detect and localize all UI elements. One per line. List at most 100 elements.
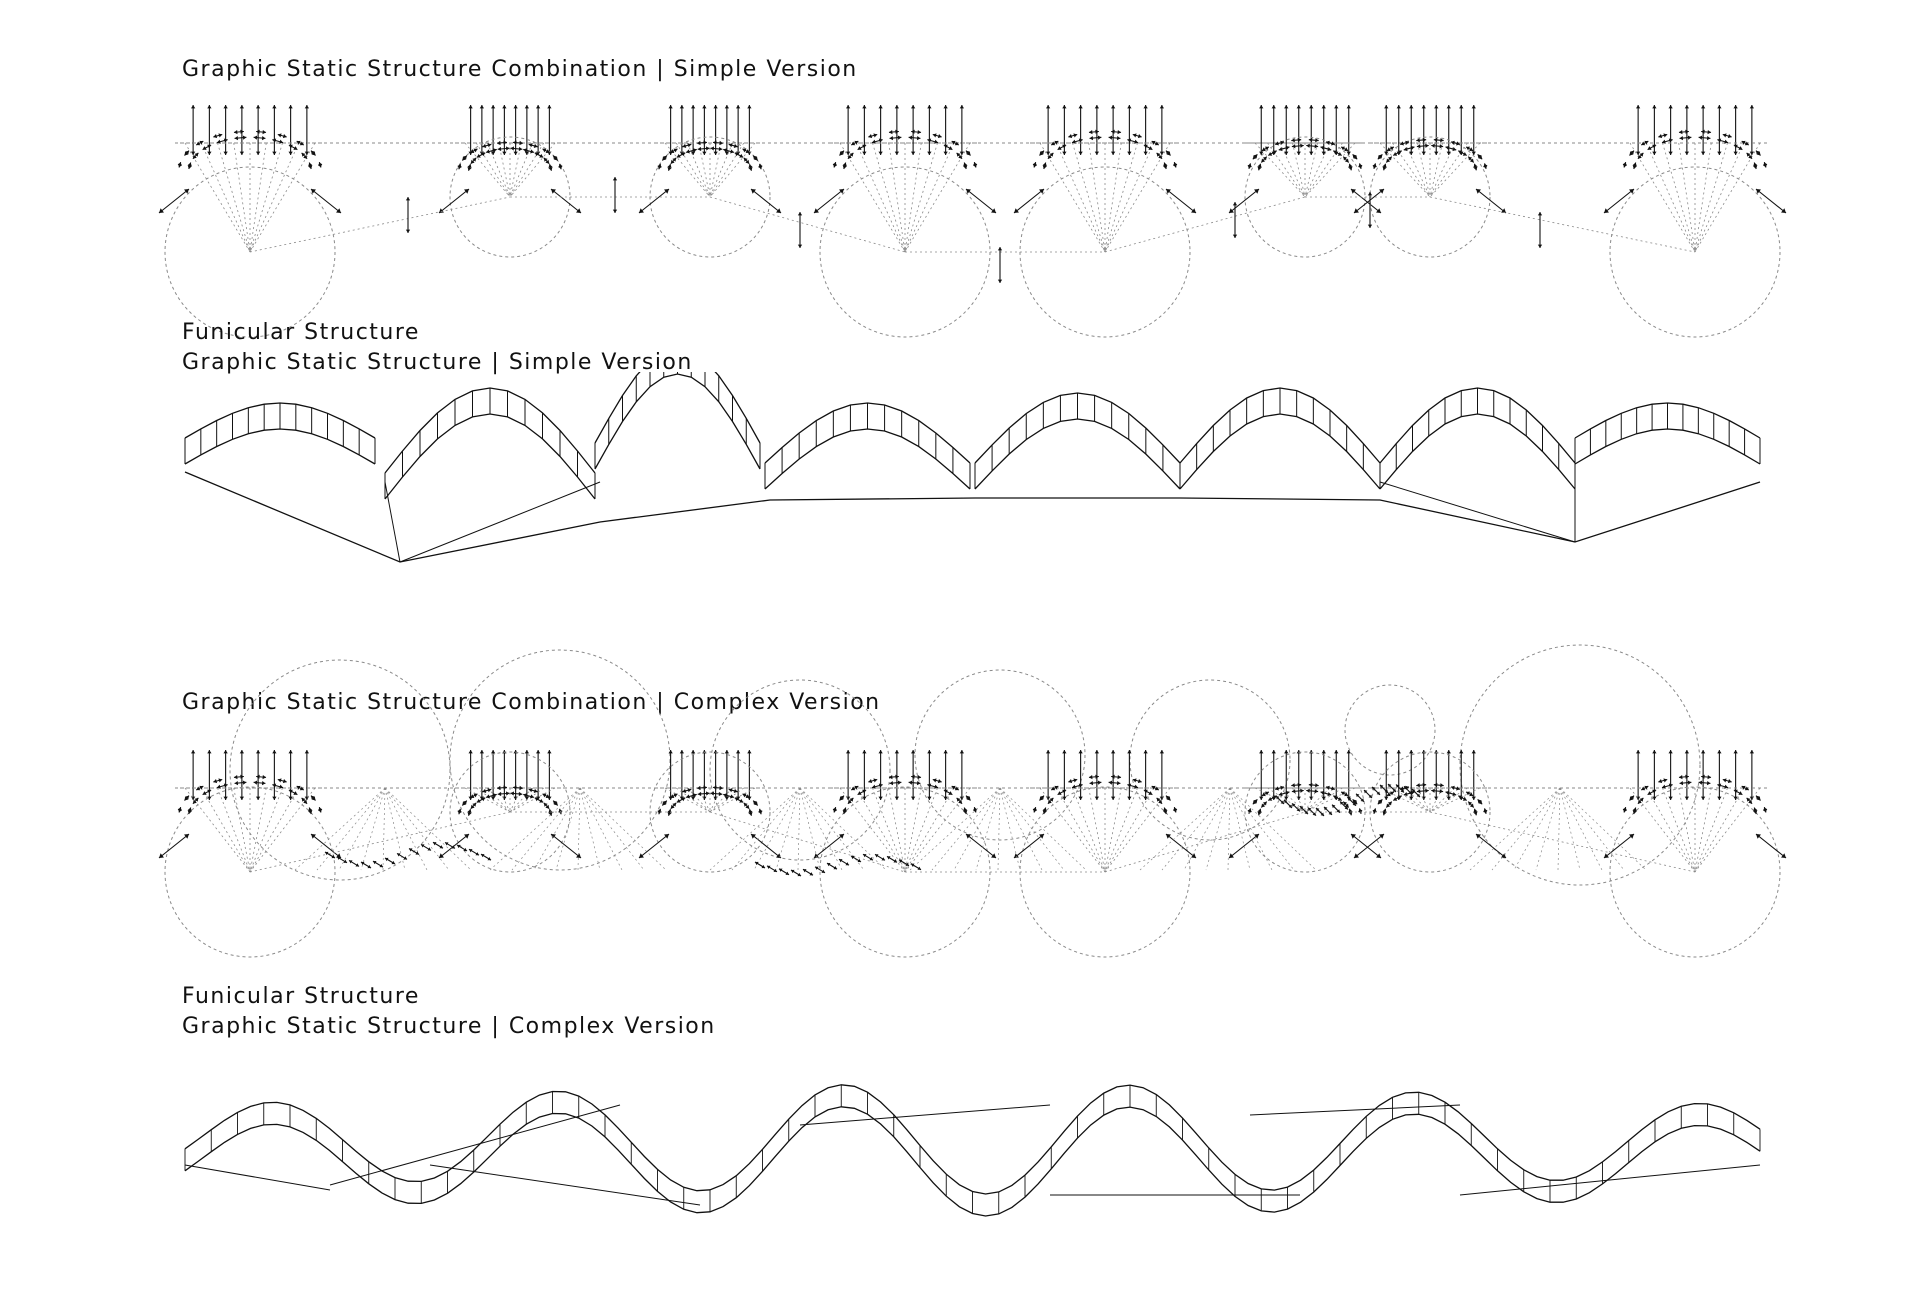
- arrowhead: [199, 140, 204, 145]
- force-ray: [855, 142, 906, 253]
- arrowhead: [1327, 146, 1332, 152]
- arrowhead: [1668, 138, 1673, 143]
- arrowhead: [479, 105, 485, 109]
- force-ray: [1055, 787, 1106, 873]
- fan-ray: [999, 787, 1087, 871]
- arrowhead: [308, 165, 313, 170]
- arrowhead: [687, 788, 692, 793]
- arrowhead: [934, 784, 939, 789]
- arrowhead: [519, 140, 523, 146]
- arrowhead: [1309, 151, 1314, 155]
- arrowhead: [1110, 105, 1116, 109]
- arrowhead: [190, 105, 196, 109]
- force-ray: [1304, 142, 1356, 198]
- arrowhead: [1379, 189, 1384, 194]
- fan-ray: [294, 787, 386, 871]
- fan-ray: [1559, 787, 1603, 871]
- arrowhead: [1159, 750, 1165, 754]
- arrowhead: [1156, 797, 1161, 802]
- arrowhead: [184, 189, 189, 194]
- arrowhead: [1344, 792, 1349, 797]
- force-ray: [1379, 142, 1431, 198]
- pole-link: [709, 811, 906, 873]
- arrowhead: [686, 794, 690, 799]
- arrowhead: [1143, 789, 1148, 794]
- wave-intrados: [184, 1106, 1761, 1217]
- arrowhead: [361, 861, 365, 866]
- arrowhead: [1756, 151, 1761, 156]
- fan-ray: [731, 787, 801, 871]
- arrowhead: [1334, 105, 1339, 109]
- fan-ray: [360, 787, 386, 871]
- arrowhead: [1291, 789, 1296, 794]
- arrowhead: [1253, 799, 1258, 804]
- force-vector: [750, 833, 782, 859]
- force-vector: [638, 188, 670, 214]
- arrowhead: [534, 797, 539, 802]
- arrowhead: [1078, 105, 1083, 109]
- arrowhead: [1343, 801, 1348, 806]
- arrowhead: [1340, 801, 1344, 805]
- arrowhead: [1733, 105, 1738, 109]
- arrowhead: [1284, 799, 1288, 804]
- reciprocal-circle: [164, 786, 336, 958]
- force-ray: [904, 787, 922, 873]
- arrowhead: [1707, 129, 1712, 135]
- arrowhead: [1285, 790, 1290, 795]
- arrowhead: [1450, 140, 1455, 145]
- arrowhead: [847, 154, 852, 159]
- arrowhead: [1663, 778, 1668, 783]
- fan-ray: [579, 787, 667, 871]
- arrowhead: [545, 804, 550, 809]
- arrowhead: [1387, 156, 1392, 161]
- arrowhead: [1396, 784, 1400, 788]
- arrowhead: [1629, 834, 1634, 839]
- arrowhead: [1191, 208, 1196, 213]
- arrowhead: [1088, 129, 1093, 135]
- fan-ray: [384, 787, 428, 871]
- force-ray: [675, 142, 711, 198]
- arrowhead: [1668, 783, 1673, 788]
- arrowhead: [1257, 811, 1262, 816]
- arch-extrados: [184, 402, 376, 439]
- fan-ray: [511, 787, 581, 871]
- arrowhead: [1045, 750, 1051, 754]
- arrowhead: [486, 794, 490, 799]
- arrowhead: [1644, 140, 1649, 145]
- arrowhead: [889, 135, 894, 141]
- arrowhead: [207, 144, 212, 149]
- arrowhead: [355, 863, 359, 867]
- arrowhead: [367, 864, 371, 869]
- force-ray: [249, 142, 316, 253]
- arrowhead: [1333, 795, 1338, 800]
- arrowhead: [199, 785, 204, 790]
- arrowhead: [612, 209, 618, 213]
- arch-extrados: [974, 392, 1181, 464]
- arrowhead: [415, 851, 419, 855]
- arrowhead: [958, 799, 963, 804]
- arrowhead: [1478, 155, 1483, 160]
- arrowhead: [337, 856, 341, 860]
- arrowhead: [839, 189, 844, 194]
- arrowhead: [878, 796, 883, 800]
- arrowhead: [973, 162, 978, 166]
- force-ray: [1645, 787, 1696, 873]
- arrowhead: [1132, 778, 1137, 783]
- arrowhead: [462, 155, 467, 160]
- arrowhead: [832, 808, 838, 813]
- force-ray: [1055, 142, 1106, 253]
- force-vector: [1350, 188, 1382, 214]
- arrowhead: [1163, 807, 1168, 812]
- arrowhead: [492, 148, 497, 153]
- arrowhead: [528, 788, 533, 793]
- force-vector: [750, 188, 782, 214]
- arrowhead: [242, 135, 247, 140]
- arrowhead: [1604, 853, 1609, 858]
- arrowhead: [513, 105, 518, 109]
- arrowhead: [1358, 808, 1363, 813]
- arrowhead: [1637, 799, 1642, 804]
- force-vector: [438, 833, 470, 859]
- fan-ray: [975, 787, 1001, 871]
- arrowhead: [1163, 162, 1168, 167]
- arrowhead: [318, 162, 323, 166]
